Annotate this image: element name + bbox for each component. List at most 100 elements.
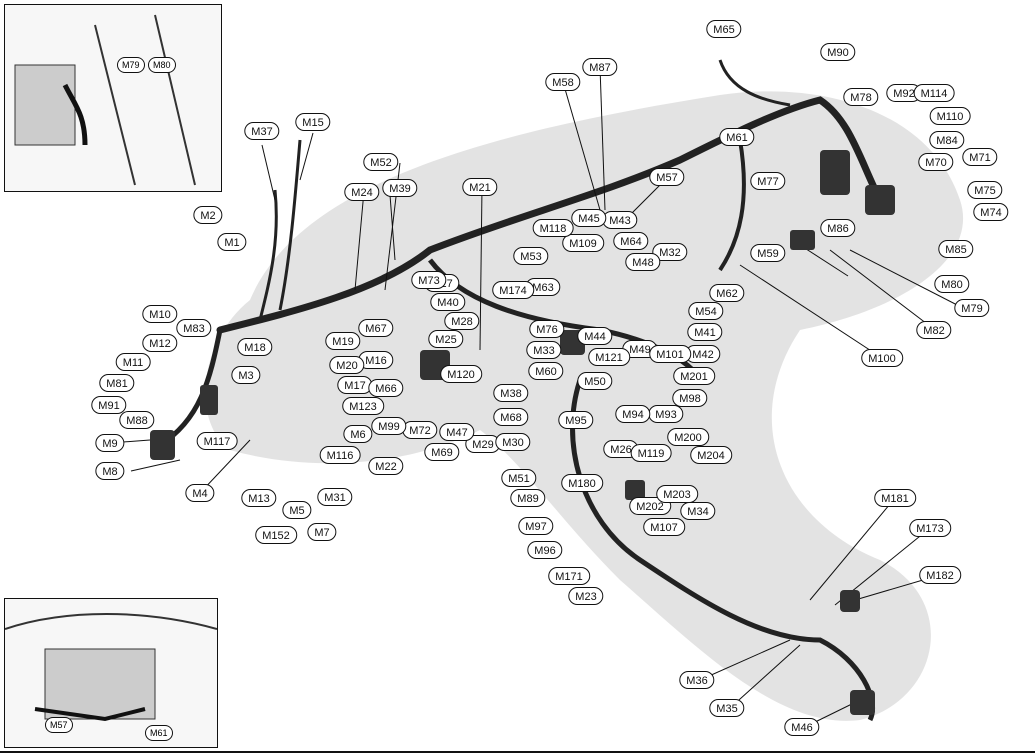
connector-label[interactable]: M24 bbox=[344, 183, 380, 201]
connector-label[interactable]: M81 bbox=[99, 374, 135, 392]
connector-label[interactable]: M39 bbox=[382, 179, 418, 197]
connector-label[interactable]: M30 bbox=[495, 433, 531, 451]
connector-label[interactable]: M33 bbox=[526, 341, 562, 359]
connector-label[interactable]: M120 bbox=[440, 365, 482, 383]
connector-label[interactable]: M201 bbox=[673, 367, 715, 385]
connector-label[interactable]: M87 bbox=[582, 58, 618, 76]
connector-label[interactable]: M90 bbox=[820, 43, 856, 61]
connector-label[interactable]: M94 bbox=[615, 405, 651, 423]
connector-label[interactable]: M17 bbox=[337, 376, 373, 394]
connector-label[interactable]: M80 bbox=[934, 275, 970, 293]
connector-label[interactable]: M67 bbox=[358, 319, 394, 337]
connector-label[interactable]: M110 bbox=[929, 107, 971, 125]
connector-label[interactable]: M7 bbox=[307, 523, 337, 541]
connector-label[interactable]: M18 bbox=[237, 338, 273, 356]
connector-label[interactable]: M204 bbox=[690, 446, 732, 464]
connector-label[interactable]: M6 bbox=[343, 425, 373, 443]
connector-label[interactable]: M91 bbox=[91, 396, 127, 414]
connector-label[interactable]: M43 bbox=[602, 211, 638, 229]
connector-label[interactable]: M95 bbox=[558, 411, 594, 429]
connector-label[interactable]: M31 bbox=[317, 488, 353, 506]
connector-label[interactable]: M62 bbox=[709, 284, 745, 302]
connector-label[interactable]: M69 bbox=[424, 443, 460, 461]
connector-label[interactable]: M54 bbox=[688, 302, 724, 320]
connector-label[interactable]: M12 bbox=[142, 334, 178, 352]
connector-label[interactable]: M40 bbox=[430, 293, 466, 311]
connector-label[interactable]: M53 bbox=[513, 247, 549, 265]
connector-label[interactable]: M97 bbox=[518, 517, 554, 535]
connector-label[interactable]: M109 bbox=[562, 234, 604, 252]
connector-label[interactable]: M44 bbox=[577, 327, 613, 345]
connector-label[interactable]: M35 bbox=[709, 699, 745, 717]
connector-label[interactable]: M38 bbox=[493, 384, 529, 402]
connector-label[interactable]: M88 bbox=[119, 411, 155, 429]
connector-label[interactable]: M119 bbox=[630, 444, 672, 462]
connector-label[interactable]: M66 bbox=[368, 379, 404, 397]
connector-label[interactable]: M114 bbox=[913, 84, 955, 102]
connector-label[interactable]: M48 bbox=[625, 253, 661, 271]
connector-label[interactable]: M73 bbox=[411, 271, 447, 289]
connector-label[interactable]: M180 bbox=[561, 474, 603, 492]
connector-label[interactable]: M3 bbox=[231, 366, 261, 384]
connector-label[interactable]: M65 bbox=[706, 20, 742, 38]
connector-label[interactable]: M99 bbox=[371, 417, 407, 435]
connector-label[interactable]: M42 bbox=[685, 345, 721, 363]
connector-label[interactable]: M77 bbox=[750, 172, 786, 190]
connector-label[interactable]: M22 bbox=[368, 457, 404, 475]
connector-label[interactable]: M58 bbox=[545, 73, 581, 91]
connector-label[interactable]: M47 bbox=[439, 423, 475, 441]
connector-label[interactable]: M63 bbox=[525, 278, 561, 296]
connector-label[interactable]: M36 bbox=[679, 671, 715, 689]
connector-label[interactable]: M107 bbox=[643, 518, 685, 536]
connector-label[interactable]: M45 bbox=[571, 209, 607, 227]
connector-label[interactable]: M46 bbox=[784, 718, 820, 736]
connector-label[interactable]: M37 bbox=[244, 122, 280, 140]
connector-label[interactable]: M25 bbox=[428, 330, 464, 348]
connector-label[interactable]: M85 bbox=[938, 240, 974, 258]
connector-label[interactable]: M100 bbox=[861, 349, 903, 367]
connector-label[interactable]: M84 bbox=[929, 131, 965, 149]
connector-label[interactable]: M89 bbox=[510, 489, 546, 507]
connector-label[interactable]: M82 bbox=[916, 321, 952, 339]
connector-label[interactable]: M11 bbox=[115, 353, 151, 371]
connector-label[interactable]: M152 bbox=[255, 526, 297, 544]
connector-label[interactable]: M26 bbox=[603, 440, 639, 458]
connector-label[interactable]: M20 bbox=[329, 356, 365, 374]
connector-label[interactable]: M118 bbox=[532, 219, 574, 237]
connector-label[interactable]: M72 bbox=[402, 421, 438, 439]
connector-label[interactable]: M15 bbox=[295, 113, 331, 131]
connector-label[interactable]: M32 bbox=[652, 243, 688, 261]
connector-label[interactable]: M174 bbox=[492, 281, 534, 299]
connector-label[interactable]: M52 bbox=[363, 153, 399, 171]
connector-label[interactable]: M200 bbox=[667, 428, 709, 446]
connector-label[interactable]: M68 bbox=[493, 408, 529, 426]
connector-label[interactable]: M75 bbox=[967, 181, 1003, 199]
connector-label[interactable]: M96 bbox=[527, 541, 563, 559]
connector-label[interactable]: M71 bbox=[962, 148, 998, 166]
connector-label[interactable]: M13 bbox=[241, 489, 277, 507]
connector-label[interactable]: M101 bbox=[649, 345, 691, 363]
connector-label[interactable]: M171 bbox=[548, 567, 590, 585]
connector-label[interactable]: M182 bbox=[919, 566, 961, 584]
connector-label[interactable]: M2 bbox=[193, 206, 223, 224]
connector-label[interactable]: M49 bbox=[622, 340, 658, 358]
connector-label[interactable]: M9 bbox=[95, 434, 125, 452]
connector-label[interactable]: M123 bbox=[342, 397, 384, 415]
connector-label[interactable]: M60 bbox=[528, 362, 564, 380]
connector-label[interactable]: M59 bbox=[750, 244, 786, 262]
connector-label[interactable]: M8 bbox=[95, 462, 125, 480]
connector-label[interactable]: M41 bbox=[687, 323, 723, 341]
connector-label[interactable]: M57 bbox=[649, 168, 685, 186]
connector-label[interactable]: M70 bbox=[918, 153, 954, 171]
connector-label[interactable]: M34 bbox=[680, 502, 716, 520]
connector-label[interactable]: M121 bbox=[588, 348, 630, 366]
connector-label[interactable]: M203 bbox=[656, 485, 698, 503]
connector-label[interactable]: M98 bbox=[672, 389, 708, 407]
connector-label[interactable]: M76 bbox=[529, 320, 565, 338]
connector-label[interactable]: M116 bbox=[319, 446, 361, 464]
connector-label[interactable]: M50 bbox=[577, 372, 613, 390]
connector-label[interactable]: M61 bbox=[719, 128, 755, 146]
connector-label[interactable]: M16 bbox=[358, 351, 394, 369]
connector-label[interactable]: M83 bbox=[176, 319, 212, 337]
connector-label[interactable]: M64 bbox=[613, 232, 649, 250]
